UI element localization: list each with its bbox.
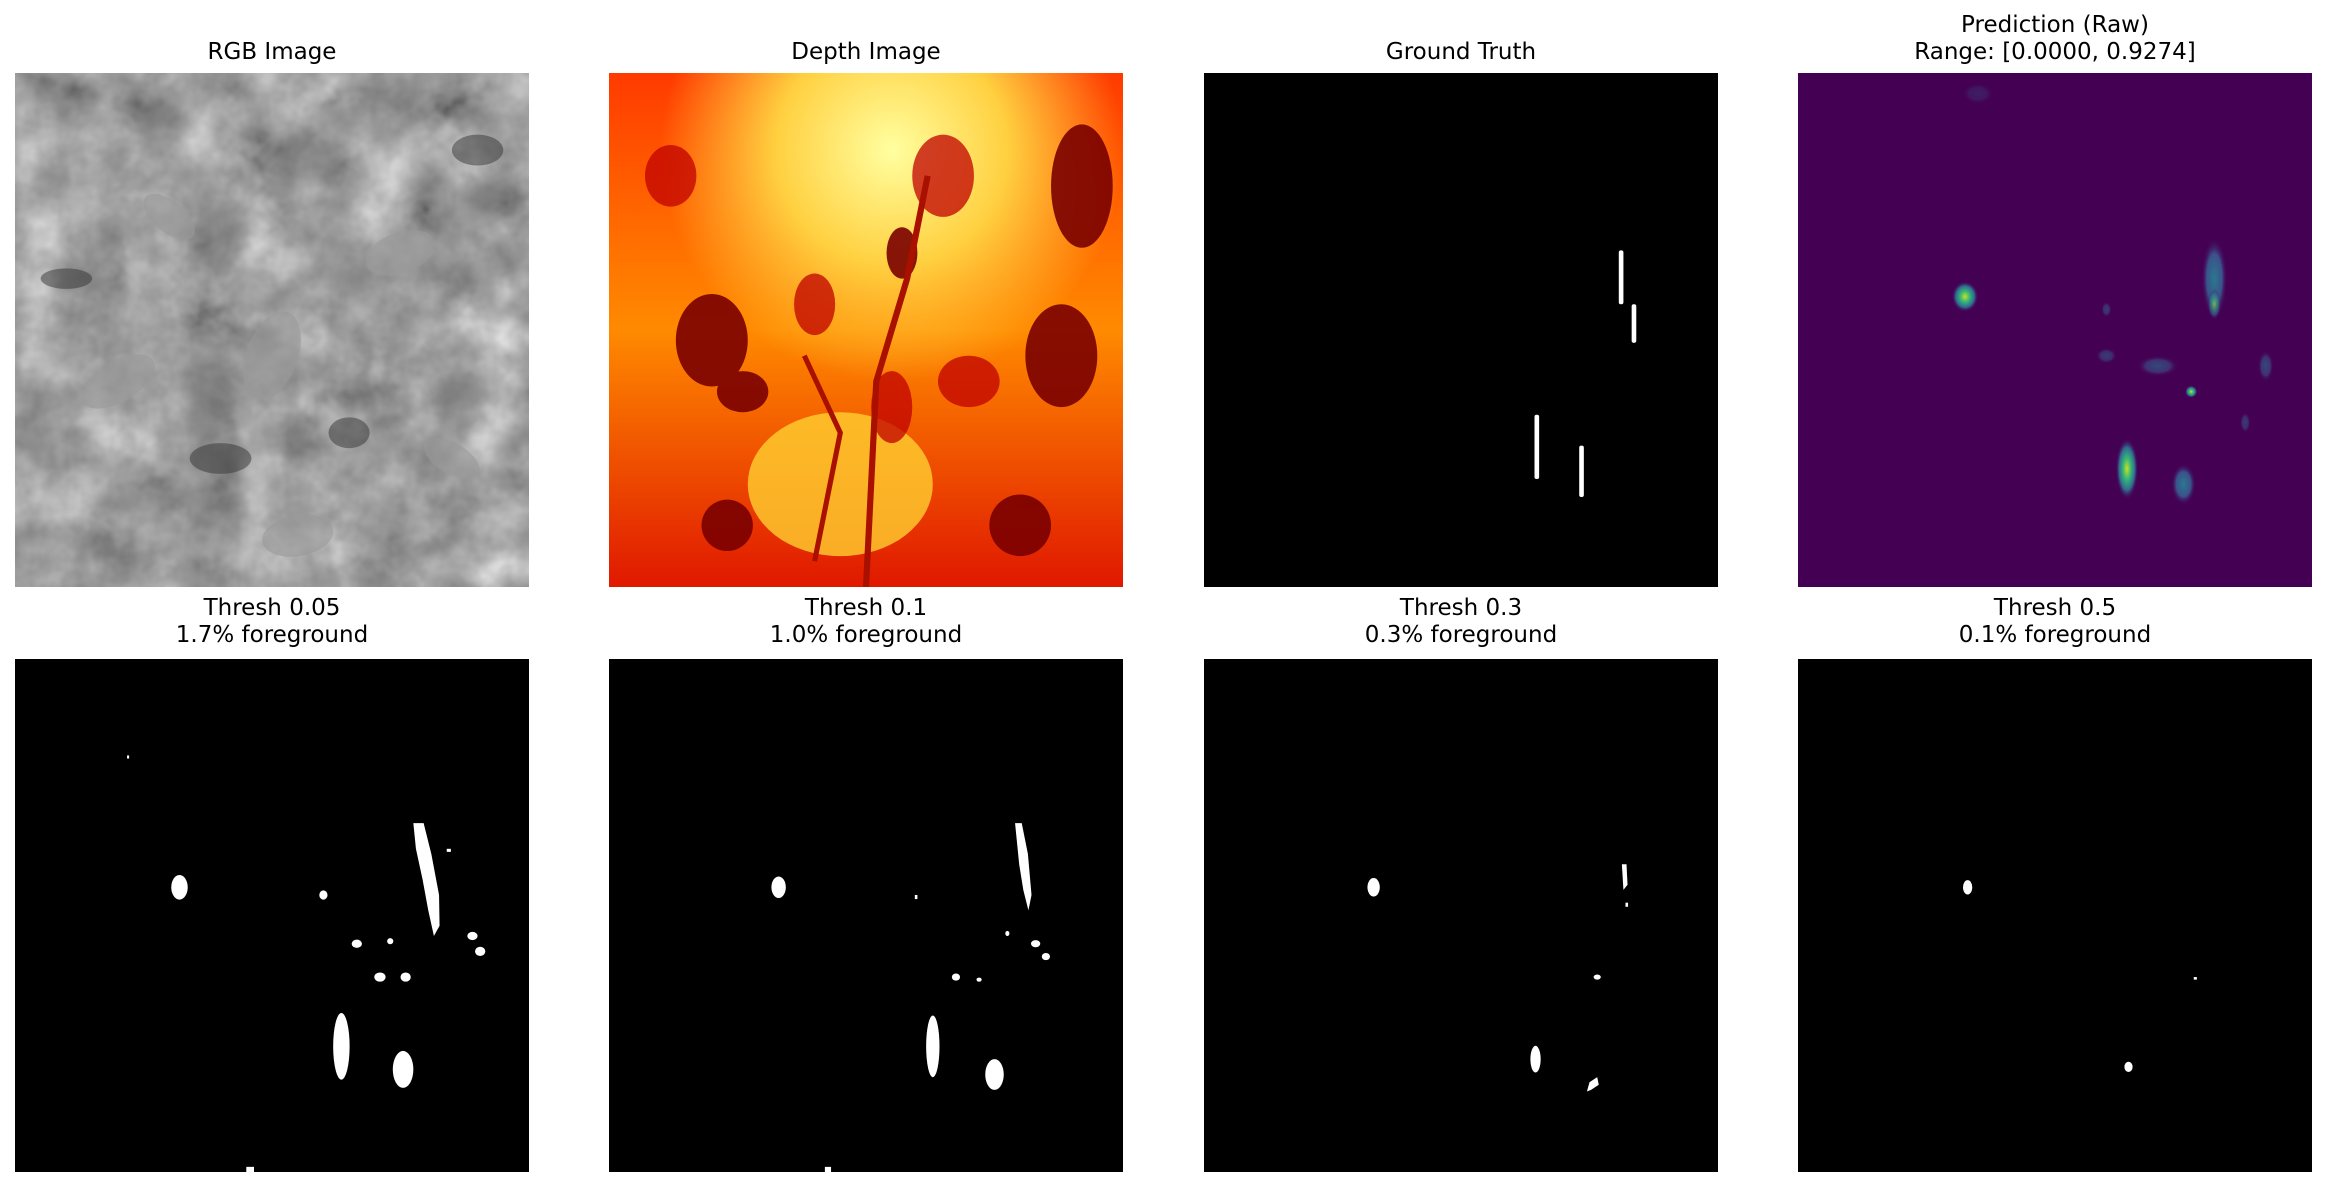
panel-depth-image: Depth Image bbox=[609, 0, 1123, 590]
panel-rgb-image: RGB Image bbox=[15, 0, 529, 590]
panel-title: Thresh 0.1 bbox=[804, 595, 928, 621]
panel-thresh-0-5: Thresh 0.5 0.1% foreground bbox=[1798, 590, 2312, 1187]
panel-subtitle: 1.7% foreground bbox=[175, 622, 369, 648]
rgb-image bbox=[15, 73, 529, 587]
panel-thresh-0-3: Thresh 0.3 0.3% foreground bbox=[1204, 590, 1718, 1187]
threshold-mask bbox=[1204, 659, 1718, 1172]
prediction-heatmap bbox=[1798, 73, 2312, 587]
panel-subtitle: 0.1% foreground bbox=[1958, 622, 2152, 648]
panel-thresh-0-1: Thresh 0.1 1.0% foreground bbox=[609, 590, 1123, 1187]
panel-title: Depth Image bbox=[791, 39, 941, 65]
panel-title: Thresh 0.5 bbox=[1993, 595, 2117, 621]
panel-ground-truth: Ground Truth bbox=[1204, 0, 1718, 590]
panel-title: Ground Truth bbox=[1385, 39, 1537, 65]
panel-subtitle: 0.3% foreground bbox=[1364, 622, 1558, 648]
panel-title: Thresh 0.05 bbox=[203, 595, 341, 621]
panel-thresh-0-05: Thresh 0.05 1.7% foreground bbox=[15, 590, 529, 1187]
panel-title: RGB Image bbox=[207, 39, 337, 65]
threshold-mask bbox=[1798, 659, 2312, 1172]
ground-truth-mask bbox=[1204, 73, 1718, 587]
panel-title: Prediction (Raw) bbox=[1961, 12, 2149, 38]
panel-title: Thresh 0.3 bbox=[1399, 595, 1523, 621]
panel-subtitle: 1.0% foreground bbox=[769, 622, 963, 648]
panel-prediction-raw: Prediction (Raw) Range: [0.0000, 0.9274] bbox=[1798, 0, 2312, 590]
threshold-mask bbox=[609, 659, 1123, 1172]
threshold-mask bbox=[15, 659, 529, 1172]
depth-image bbox=[609, 73, 1123, 587]
panel-subtitle: Range: [0.0000, 0.9274] bbox=[1914, 39, 2196, 65]
